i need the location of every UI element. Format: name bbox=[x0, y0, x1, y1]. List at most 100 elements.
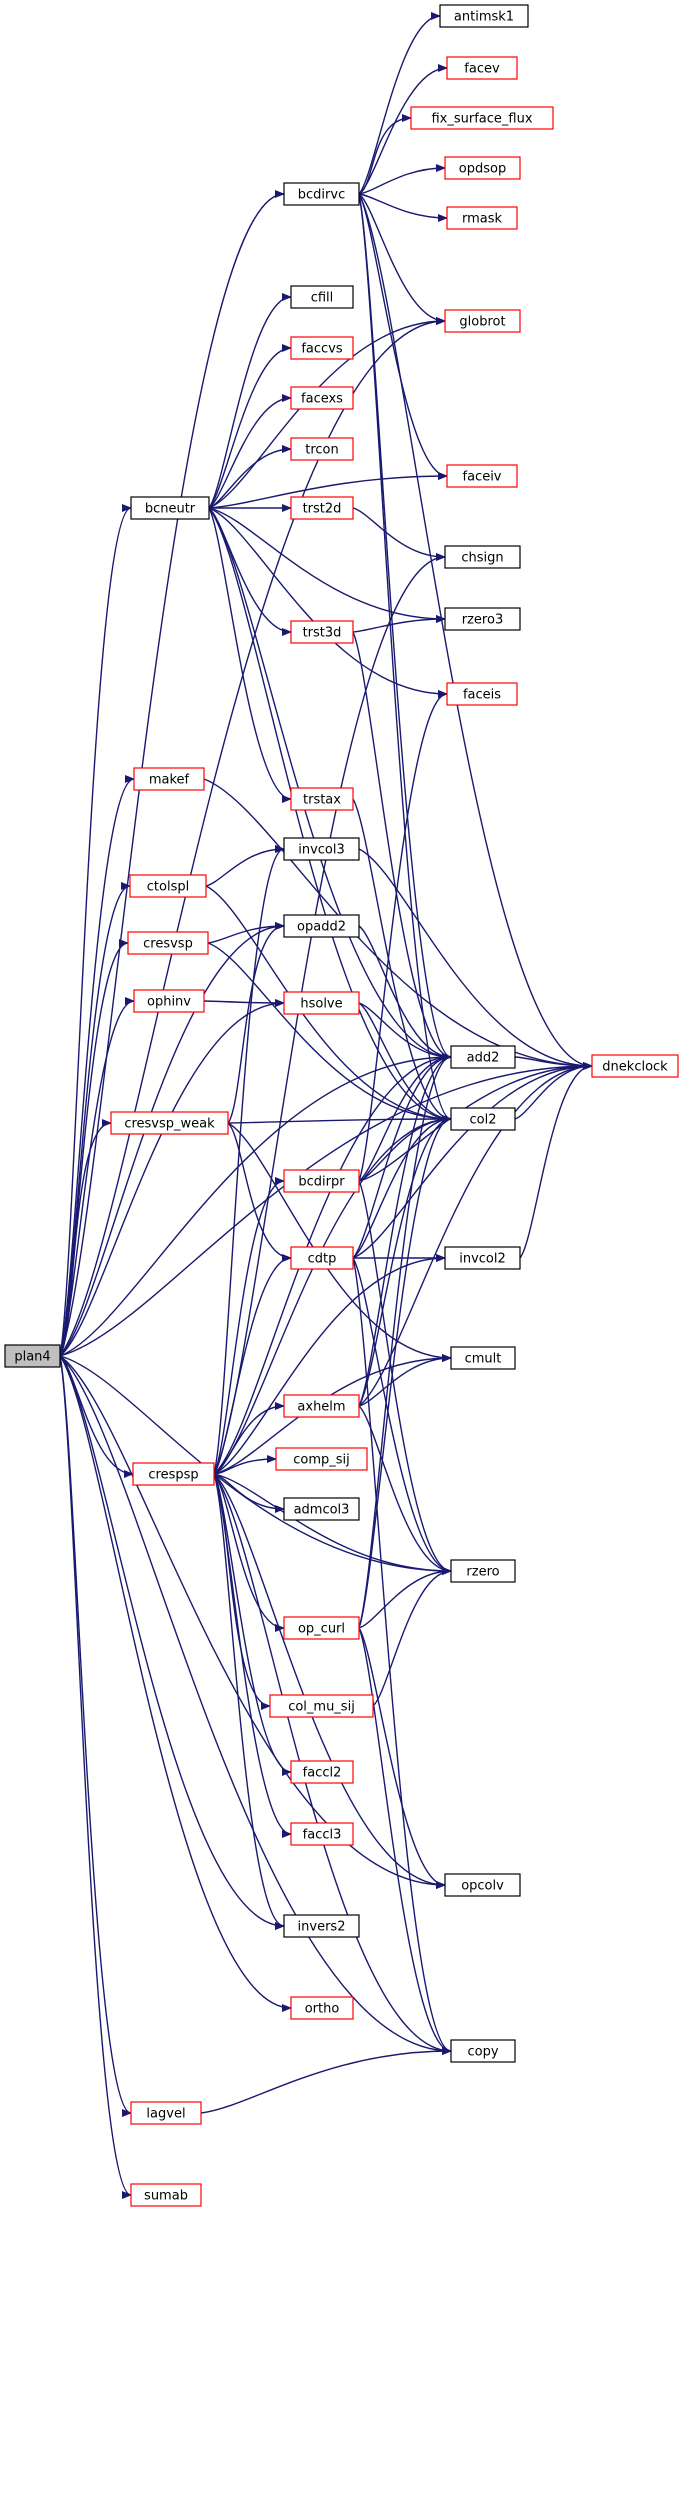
node-globrot[interactable]: globrot bbox=[444, 309, 521, 333]
node-cresvsp[interactable]: cresvsp bbox=[127, 931, 209, 955]
edge-op-curl-to-opcolv bbox=[358, 1627, 446, 1889]
node-label: faccvs bbox=[301, 342, 343, 357]
edge-hsolve-to-col2 bbox=[358, 1002, 452, 1123]
node-ctolspl[interactable]: ctolspl bbox=[129, 874, 207, 898]
edge-crespsp-to-comp-sij bbox=[213, 1455, 277, 1475]
node-faceis[interactable]: faceis bbox=[446, 682, 518, 706]
node-box bbox=[283, 1497, 360, 1521]
node-op-curl[interactable]: op_curl bbox=[283, 1616, 360, 1640]
node-trst2d[interactable]: trst2d bbox=[290, 496, 354, 520]
edge-bcdirpr-to-add2 bbox=[358, 1053, 452, 1182]
node-label: opadd2 bbox=[297, 920, 346, 935]
node-box bbox=[110, 1111, 229, 1135]
node-facev[interactable]: facev bbox=[446, 56, 518, 80]
node-trst3d[interactable]: trst3d bbox=[290, 620, 354, 644]
edge-invcol3-to-dnekclock bbox=[358, 848, 593, 1070]
node-label: trst2d bbox=[303, 502, 342, 517]
node-label: sumab bbox=[144, 2189, 188, 2204]
node-sumab[interactable]: sumab bbox=[130, 2183, 202, 2207]
node-makef[interactable]: makef bbox=[133, 767, 205, 791]
node-label: cresvsp bbox=[143, 937, 193, 952]
node-trstax[interactable]: trstax bbox=[290, 787, 354, 811]
node-box bbox=[133, 989, 205, 1013]
node-label: rzero bbox=[466, 1565, 499, 1580]
node-label: col_mu_sij bbox=[288, 1700, 355, 1715]
node-box bbox=[133, 767, 205, 791]
node-label: globrot bbox=[459, 315, 505, 330]
node-comp-sij[interactable]: comp_sij bbox=[275, 1447, 368, 1471]
node-plan4: plan4 bbox=[4, 1344, 61, 1368]
nodes-layer: plan4antimsk1facevfix_surface_fluxbcdirv… bbox=[4, 4, 679, 2207]
node-bcneutr: bcneutr bbox=[130, 496, 210, 520]
edge-crespsp-to-invers2 bbox=[213, 1473, 285, 1930]
edge-bcneutr-to-facexs bbox=[208, 394, 292, 509]
node-label: hsolve bbox=[300, 997, 342, 1012]
node-box bbox=[283, 991, 360, 1015]
node-box bbox=[444, 607, 521, 631]
node-faccvs[interactable]: faccvs bbox=[290, 336, 354, 360]
node-ortho[interactable]: ortho bbox=[290, 1996, 354, 2020]
edge-bcneutr-to-cfill bbox=[208, 293, 292, 509]
node-label: crespsp bbox=[148, 1468, 198, 1483]
node-col-mu-sij[interactable]: col_mu_sij bbox=[269, 1694, 374, 1718]
node-label: invcol3 bbox=[298, 843, 345, 858]
node-dnekclock[interactable]: dnekclock bbox=[591, 1054, 679, 1078]
node-axhelm[interactable]: axhelm bbox=[283, 1394, 360, 1418]
edge-col-mu-sij-to-rzero bbox=[372, 1567, 452, 1707]
edge-ctolspl-to-invcol3 bbox=[205, 845, 285, 887]
node-crespsp[interactable]: crespsp bbox=[132, 1462, 215, 1486]
node-lagvel[interactable]: lagvel bbox=[130, 2101, 202, 2125]
node-box bbox=[290, 496, 354, 520]
edge-plan4-to-cresvsp bbox=[59, 939, 129, 1357]
node-box bbox=[290, 437, 354, 461]
node-label: facexs bbox=[301, 392, 343, 407]
node-faceiv[interactable]: faceiv bbox=[446, 464, 518, 488]
edge-cdtp-to-add2 bbox=[352, 1053, 452, 1259]
node-box bbox=[444, 156, 521, 180]
edge-bcneutr-to-faceis bbox=[208, 507, 448, 698]
node-label: facev bbox=[464, 62, 500, 77]
edge-bcdirpr-to-rzero bbox=[358, 1180, 452, 1575]
node-box bbox=[127, 931, 209, 955]
node-cresvsp-weak[interactable]: cresvsp_weak bbox=[110, 1111, 229, 1135]
edge-plan4-to-hsolve bbox=[59, 999, 285, 1357]
node-fix-surface-flux[interactable]: fix_surface_flux bbox=[410, 106, 554, 130]
edge-op-curl-to-copy bbox=[358, 1627, 452, 2055]
node-rzero3: rzero3 bbox=[444, 607, 521, 631]
node-label: add2 bbox=[467, 1051, 500, 1066]
node-box bbox=[446, 56, 518, 80]
node-box bbox=[444, 1873, 521, 1897]
edge-bcneutr-to-trcon bbox=[208, 445, 292, 509]
node-rzero: rzero bbox=[450, 1559, 516, 1583]
node-faccl3[interactable]: faccl3 bbox=[290, 1822, 354, 1846]
edge-plan4-to-add2 bbox=[59, 1053, 452, 1357]
node-box bbox=[446, 206, 518, 230]
node-cdtp[interactable]: cdtp bbox=[290, 1246, 354, 1270]
node-rmask[interactable]: rmask bbox=[446, 206, 518, 230]
node-label: trcon bbox=[305, 443, 339, 458]
node-label: bcdirpr bbox=[298, 1175, 345, 1190]
node-hsolve[interactable]: hsolve bbox=[283, 991, 360, 1015]
node-label: bcneutr bbox=[145, 502, 196, 517]
edge-bcdirpr-to-faceis bbox=[358, 690, 448, 1182]
node-label: col2 bbox=[470, 1113, 497, 1128]
node-label: cdtp bbox=[308, 1252, 337, 1267]
edge-plan4-to-invers2 bbox=[59, 1355, 285, 1930]
edge-op-curl-to-add2 bbox=[358, 1053, 452, 1629]
node-faccl2[interactable]: faccl2 bbox=[290, 1760, 354, 1784]
edge-plan4-to-cresvsp-weak bbox=[59, 1119, 112, 1357]
edge-hsolve-to-add2 bbox=[358, 1002, 452, 1061]
node-trcon[interactable]: trcon bbox=[290, 437, 354, 461]
node-label: chsign bbox=[461, 551, 503, 566]
edge-plan4-to-copy bbox=[59, 1355, 452, 2055]
node-bcdirpr[interactable]: bcdirpr bbox=[283, 1169, 360, 1193]
edge-axhelm-to-cmult bbox=[358, 1354, 452, 1407]
node-opdsop[interactable]: opdsop bbox=[444, 156, 521, 180]
node-ophinv[interactable]: ophinv bbox=[133, 989, 205, 1013]
edge-bcneutr-to-rzero3 bbox=[208, 507, 446, 623]
node-label: lagvel bbox=[146, 2107, 185, 2122]
node-box bbox=[283, 1616, 360, 1640]
edge-bcdirvc-to-faceiv bbox=[358, 193, 448, 480]
node-facexs[interactable]: facexs bbox=[290, 386, 354, 410]
edge-crespsp-to-faccl2 bbox=[213, 1473, 292, 1776]
